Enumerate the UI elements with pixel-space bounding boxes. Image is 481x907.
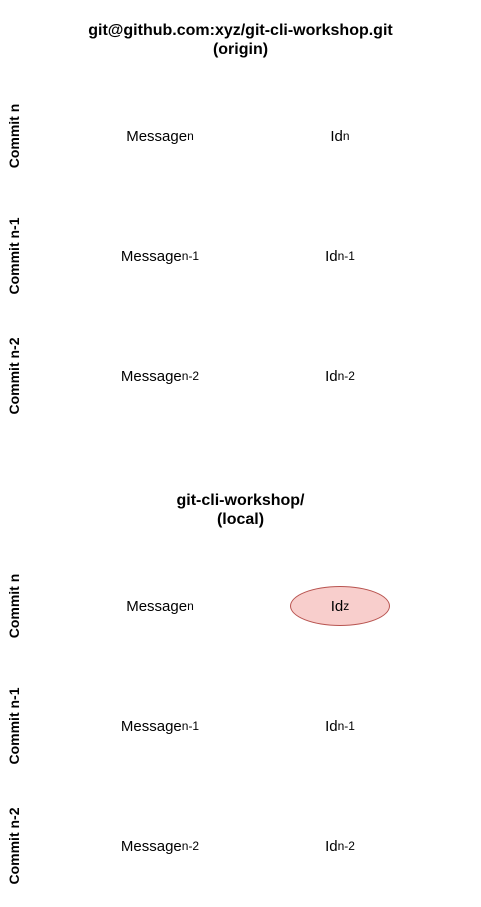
origin-repo-title: git@github.com:xyz/git-cli-workshop.git … bbox=[0, 21, 481, 59]
origin-repo-url: git@github.com:xyz/git-cli-workshop.git bbox=[88, 22, 393, 39]
local-repo-title: git-cli-workshop/ (local) bbox=[0, 491, 481, 529]
origin-repo-label: (origin) bbox=[212, 41, 269, 58]
local-repo-label: (local) bbox=[216, 511, 265, 528]
diverged-commit-highlight bbox=[290, 586, 390, 626]
local-repo-path: git-cli-workshop/ bbox=[176, 492, 305, 509]
